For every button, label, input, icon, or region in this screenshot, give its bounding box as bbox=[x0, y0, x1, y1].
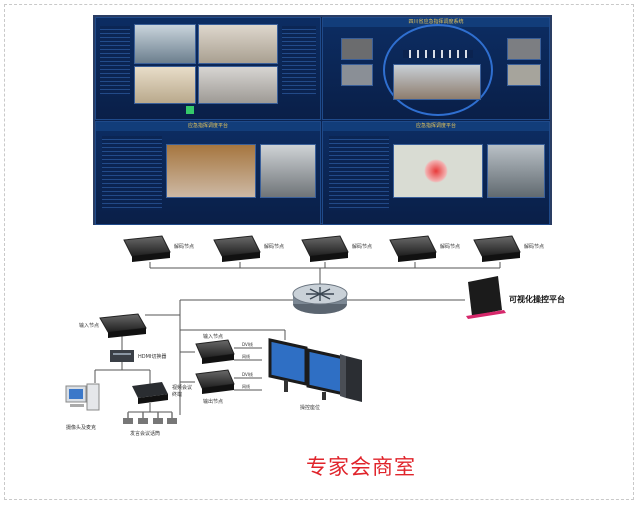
port-label: DVI线 bbox=[242, 372, 253, 377]
screen-title: 应急指挥调度平台 bbox=[415, 123, 456, 129]
video-tile-room bbox=[134, 24, 196, 64]
hdmi-switcher-device bbox=[110, 350, 134, 362]
decode-node bbox=[123, 235, 171, 262]
input-node-label: 输入节点 bbox=[203, 334, 224, 340]
info-panel bbox=[329, 136, 389, 210]
operator-pc-label: 操控座位 bbox=[300, 405, 321, 411]
decode-node bbox=[213, 235, 261, 262]
decode-node bbox=[473, 235, 521, 262]
tablet-icon bbox=[466, 276, 506, 319]
info-panel bbox=[102, 136, 162, 210]
status-indicator bbox=[186, 106, 194, 114]
microphone-icon bbox=[138, 413, 148, 424]
operator-workstation-icon bbox=[268, 338, 362, 402]
network-switch-icon bbox=[292, 283, 348, 314]
microphone-icon bbox=[123, 413, 133, 424]
port-label: 网线 bbox=[242, 384, 250, 389]
video-tile-room bbox=[134, 66, 196, 104]
map-marker-icon bbox=[424, 159, 448, 183]
microphone-label: 发言会议话筒 bbox=[130, 431, 161, 437]
camera-feed bbox=[341, 38, 373, 60]
port-label: 网线 bbox=[242, 354, 250, 359]
screen-video-conference bbox=[95, 17, 321, 120]
microphone-icon bbox=[153, 413, 163, 424]
counter-display bbox=[403, 50, 473, 58]
diagram-caption: 专家会商室 bbox=[306, 455, 416, 479]
decode-node-label: 解码节点 bbox=[174, 244, 195, 250]
port-label: DVI线 bbox=[242, 342, 253, 347]
output-node-label: 输出节点 bbox=[203, 399, 224, 405]
decode-node-label: 解码节点 bbox=[440, 244, 461, 250]
conference-terminal-label: 视频会议 终端 bbox=[172, 385, 193, 398]
video-wall: 四川省应急指挥调度系统 应急指挥调度平台 应急指挥调度平台 bbox=[93, 15, 552, 225]
map-view bbox=[393, 144, 483, 198]
camera-feed bbox=[341, 64, 373, 86]
main-video-feed bbox=[393, 64, 481, 100]
camera-label: 摄像头及麦克 bbox=[66, 425, 97, 431]
diagram-frame bbox=[4, 4, 634, 500]
decode-node-label: 解码节点 bbox=[524, 244, 545, 250]
hdmi-switch-label: HDMI切换器 bbox=[138, 354, 167, 360]
meeting-room-video bbox=[166, 144, 256, 198]
decode-node bbox=[389, 235, 437, 262]
video-tile-room bbox=[198, 66, 278, 104]
input-node-label: 输入节点 bbox=[79, 323, 100, 329]
radar-ring bbox=[383, 24, 493, 116]
camera-feed bbox=[507, 38, 541, 60]
camera-feed bbox=[507, 64, 541, 86]
screen-command-platform-right: 应急指挥调度平台 bbox=[322, 121, 550, 225]
screen-title: 应急指挥调度平台 bbox=[187, 123, 228, 129]
microphone-icon bbox=[167, 413, 177, 424]
decode-node bbox=[301, 235, 349, 262]
camera-pc-icon bbox=[65, 383, 100, 411]
decode-node-label: 解码节点 bbox=[352, 244, 373, 250]
video-tile-room bbox=[198, 24, 278, 64]
meeting-room-video bbox=[260, 144, 316, 198]
meeting-room-video bbox=[487, 144, 545, 198]
side-panel bbox=[282, 26, 316, 96]
input-node-device bbox=[195, 339, 235, 364]
output-node-device bbox=[195, 369, 235, 394]
screen-dispatch-system: 四川省应急指挥调度系统 bbox=[322, 17, 550, 120]
input-node-device bbox=[99, 313, 147, 338]
screen-command-platform-left: 应急指挥调度平台 bbox=[95, 121, 321, 225]
decode-node-label: 解码节点 bbox=[264, 244, 285, 250]
side-panel bbox=[100, 26, 130, 96]
screen-title: 四川省应急指挥调度系统 bbox=[408, 19, 464, 25]
conference-terminal-device bbox=[132, 382, 168, 404]
platform-label: 可视化操控平台 bbox=[509, 295, 565, 304]
